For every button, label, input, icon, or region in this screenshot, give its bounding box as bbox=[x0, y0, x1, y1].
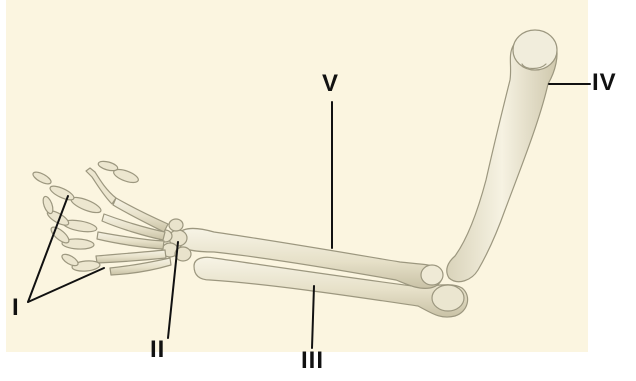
metacarpal-bones bbox=[96, 198, 171, 275]
label-iii-ulna: III bbox=[301, 349, 324, 373]
label-v-radius: V bbox=[322, 72, 339, 96]
label-iv-humerus: IV bbox=[592, 71, 617, 95]
leader-line-iii bbox=[312, 286, 314, 348]
label-i-phalanges: I bbox=[12, 296, 20, 320]
label-ii-carpals: II bbox=[150, 338, 165, 362]
humerus-bone bbox=[447, 30, 557, 282]
